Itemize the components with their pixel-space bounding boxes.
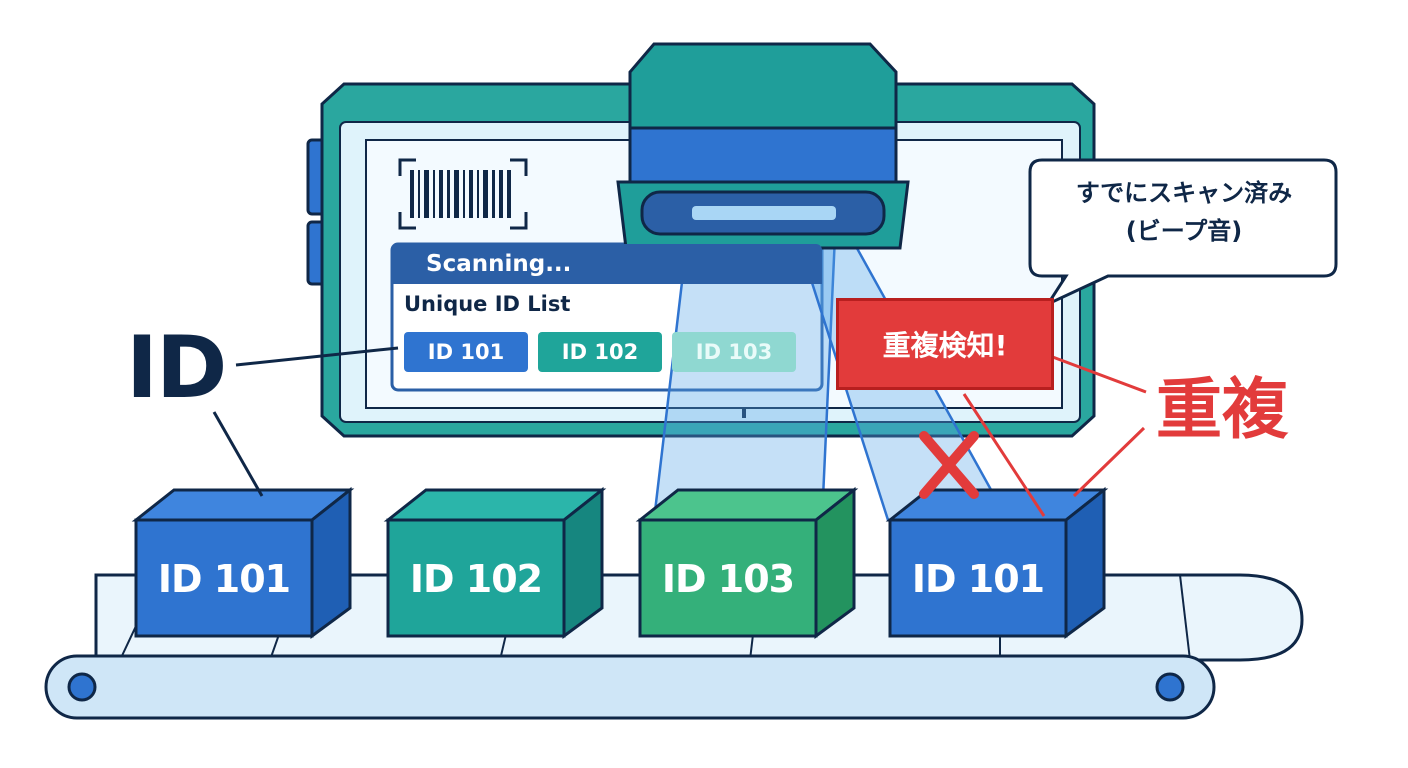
box-2 <box>383 486 607 639</box>
id-connector-to-list <box>235 346 399 367</box>
box-4 <box>885 486 1109 639</box>
list-chip-3: ID 103 <box>672 332 796 372</box>
barcode-icon <box>398 158 528 230</box>
duplicate-label: 重複 <box>1156 371 1288 448</box>
box-label-1: ID 101 <box>157 557 291 601</box>
duplicate-detected-alert: 重複検知! <box>836 298 1054 390</box>
speech-bubble <box>1028 158 1338 308</box>
unique-id-list-title: Unique ID List <box>404 292 571 316</box>
belt-roller-right <box>1155 672 1185 702</box>
box-3 <box>635 486 859 639</box>
dup-connector <box>1072 426 1146 498</box>
alert-connector-1 <box>1049 354 1147 394</box>
id-callout-label: ID <box>126 318 227 418</box>
box-label-2: ID 102 <box>409 557 543 601</box>
speech-bubble-line-2: (ビープ音) <box>1125 217 1243 245</box>
box-label-3: ID 103 <box>661 557 795 601</box>
scanner-head <box>616 42 910 250</box>
id-connector-to-box <box>212 411 264 497</box>
box-label-4: ID 101 <box>911 557 1045 601</box>
speech-bubble-line-1: すでにスキャン済み <box>1075 179 1293 207</box>
box-1 <box>131 486 355 639</box>
x-mark-icon <box>919 431 979 499</box>
alert-connector-2 <box>962 393 1046 517</box>
list-chip-1: ID 101 <box>404 332 528 372</box>
scan-status-bar: Scanning... <box>392 244 822 284</box>
speech-bubble-text: すでにスキャン済み (ビープ音) <box>1036 174 1332 250</box>
list-chip-2: ID 102 <box>538 332 662 372</box>
belt-roller-left <box>67 672 97 702</box>
